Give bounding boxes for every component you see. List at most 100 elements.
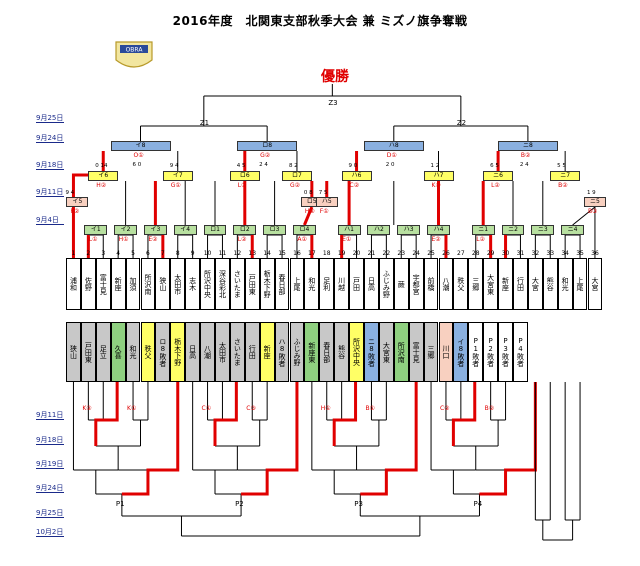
match-number: 33 xyxy=(546,250,555,257)
score-label: 1 2 xyxy=(430,163,440,169)
match-number: 29 xyxy=(486,250,495,257)
match-number: 22 xyxy=(382,250,391,257)
team-cell: さいたま xyxy=(229,258,245,310)
match-box-i2: イ2 xyxy=(114,225,138,235)
match-box-i4: イ4 xyxy=(173,225,197,235)
match-number: 3 xyxy=(101,250,106,257)
score-label: 6 5 xyxy=(490,163,499,169)
lower-team-cell: 富士見 xyxy=(408,322,424,382)
venue-label: G② xyxy=(260,152,271,159)
venue-label: B② xyxy=(558,182,568,189)
date-line xyxy=(36,122,64,123)
venue-label: B③ xyxy=(587,208,598,215)
date-label-b-sep24: 9月24日 xyxy=(36,484,64,492)
lower-team-cell: 栃木下野 xyxy=(170,322,186,382)
team-cell: 新座 xyxy=(110,258,126,310)
team-cell: 深谷彩北 xyxy=(215,258,230,310)
venue-label: E① xyxy=(342,236,352,243)
match-number: 23 xyxy=(397,250,406,257)
venue-label: B① xyxy=(365,405,375,412)
match-box-ni4: ニ4 xyxy=(561,225,585,235)
match-box-ha3: ハ3 xyxy=(397,225,421,235)
lower-team-cell: ふじみ野 xyxy=(289,322,305,382)
match-box-i6: イ6 xyxy=(88,171,119,181)
match-box-ro8: ロ8 xyxy=(237,141,298,151)
date-line xyxy=(36,224,64,225)
team-cell: 春日部 xyxy=(274,258,290,310)
date-line xyxy=(36,444,64,445)
venue-label: H② xyxy=(96,182,107,189)
match-box-i3: イ3 xyxy=(143,225,167,235)
date-label-b-sep18: 9月18日 xyxy=(36,436,64,444)
team-cell: 所沢南 xyxy=(140,258,156,310)
team-cell: 狭山 xyxy=(155,258,171,310)
team-cell: 宇都宮 xyxy=(408,258,424,310)
lower-team-cell: 秩父 xyxy=(140,322,156,382)
round-label-z1: Z1 xyxy=(199,119,210,127)
venue-label: H① xyxy=(118,236,129,243)
match-box-ni6: ニ6 xyxy=(483,171,514,181)
match-box-ni2: ニ2 xyxy=(501,225,525,235)
placement-label-p1: P1 xyxy=(115,500,125,508)
lower-team-cell: 所沢南 xyxy=(393,322,409,382)
match-number: 19 xyxy=(337,250,346,257)
score-label: 4 5 xyxy=(236,163,246,169)
date-label-sep18: 9月18日 xyxy=(36,161,64,169)
date-line xyxy=(36,419,64,420)
match-box-i5: イ5 xyxy=(66,197,89,207)
match-box-ha2: ハ2 xyxy=(367,225,391,235)
date-label-sep11: 9月11日 xyxy=(36,188,64,196)
match-number: 10 xyxy=(203,250,212,257)
team-cell: 志木 xyxy=(185,258,201,310)
date-label-b-sep19: 9月19日 xyxy=(36,460,64,468)
match-number: 11 xyxy=(218,250,227,257)
team-cell: 三郷 xyxy=(468,258,484,310)
winner-path xyxy=(479,382,537,496)
team-cell: 川越 xyxy=(334,258,350,310)
date-line xyxy=(36,492,64,493)
lower-team-cell: 熊谷 xyxy=(334,322,350,382)
match-number: 24 xyxy=(412,250,420,257)
lower-team-cell: 日高 xyxy=(185,322,201,382)
venue-label: E② xyxy=(431,236,441,243)
team-cell: 大宮東 xyxy=(483,258,499,310)
team-cell: 富士見 xyxy=(95,258,111,310)
venue-label: D① xyxy=(386,152,397,159)
lower-team-cell: 足立 xyxy=(95,322,111,382)
match-box-ni3: ニ3 xyxy=(531,225,555,235)
match-box-ha6: ハ6 xyxy=(341,171,372,181)
match-number: 12 xyxy=(233,250,242,257)
lower-team-cell: P1敗者 xyxy=(468,322,484,382)
date-label-b-sep11: 9月11日 xyxy=(36,411,64,419)
winner-path xyxy=(241,382,299,496)
lower-team-cell: 狭山 xyxy=(66,322,81,382)
match-number: 14 xyxy=(263,250,271,257)
lower-team-cell: さいたま xyxy=(229,322,245,382)
svg-text:OBRA: OBRA xyxy=(126,47,144,54)
match-box-i8: イ8 xyxy=(110,141,171,151)
lower-team-cell: P3敗者 xyxy=(498,322,513,382)
venue-label: C③ xyxy=(246,405,256,412)
venue-label: C① xyxy=(201,405,212,412)
venue-label: H② xyxy=(304,208,315,215)
winner-path xyxy=(451,382,477,446)
venue-label: K② xyxy=(431,182,441,189)
lower-team-cell: 川口 xyxy=(438,322,454,382)
team-cell: 新座 xyxy=(498,258,513,310)
date-line xyxy=(36,142,64,143)
team-cell: 太田市 xyxy=(170,258,186,310)
score-label: 9 0 xyxy=(348,163,358,169)
team-cell: 佐野 xyxy=(80,258,96,310)
match-box-ni1: ニ1 xyxy=(471,225,495,235)
team-cell: 上尾 xyxy=(289,258,305,310)
date-line xyxy=(36,169,64,170)
venue-label: G② xyxy=(289,182,300,189)
match-number: 17 xyxy=(308,250,316,257)
score-label: 2 4 xyxy=(519,162,529,168)
team-cell: 秩父 xyxy=(453,258,469,310)
venue-label: C② xyxy=(349,182,360,189)
match-number: 31 xyxy=(516,250,525,257)
tournament-logo: OBRA xyxy=(115,41,153,68)
date-label-sep24: 9月24日 xyxy=(36,134,64,142)
date-line xyxy=(36,517,64,518)
